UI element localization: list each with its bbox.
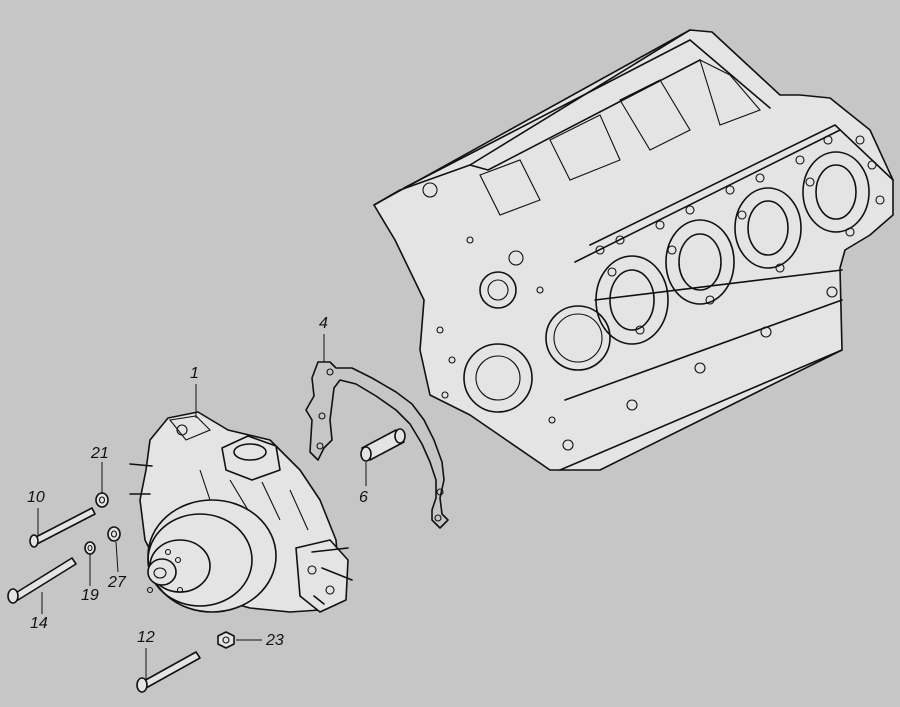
label-part-23: 23 xyxy=(266,632,284,649)
shaft-pin xyxy=(360,428,406,462)
label-part-12: 12 xyxy=(137,629,155,646)
leader-lines xyxy=(37,334,367,680)
label-part-27: 27 xyxy=(108,574,126,591)
cylinder-bores xyxy=(595,151,870,345)
label-part-21: 21 xyxy=(91,445,109,462)
washer-27 xyxy=(107,526,121,542)
gasket xyxy=(305,361,449,529)
label-part-6: 6 xyxy=(359,489,368,506)
engine-block xyxy=(373,29,894,471)
label-part-14: 14 xyxy=(30,615,48,632)
label-part-10: 10 xyxy=(27,489,45,506)
housing-studs xyxy=(129,463,353,605)
housing-assembly xyxy=(129,411,353,613)
bolt-12 xyxy=(136,651,201,693)
washer-21 xyxy=(95,492,109,508)
nut-23 xyxy=(217,631,235,649)
bolt-14 xyxy=(7,557,77,604)
label-part-4: 4 xyxy=(319,315,328,332)
label-part-1: 1 xyxy=(190,365,199,382)
nut-19 xyxy=(84,541,96,555)
bolt-10 xyxy=(29,507,96,548)
label-part-19: 19 xyxy=(81,587,99,604)
